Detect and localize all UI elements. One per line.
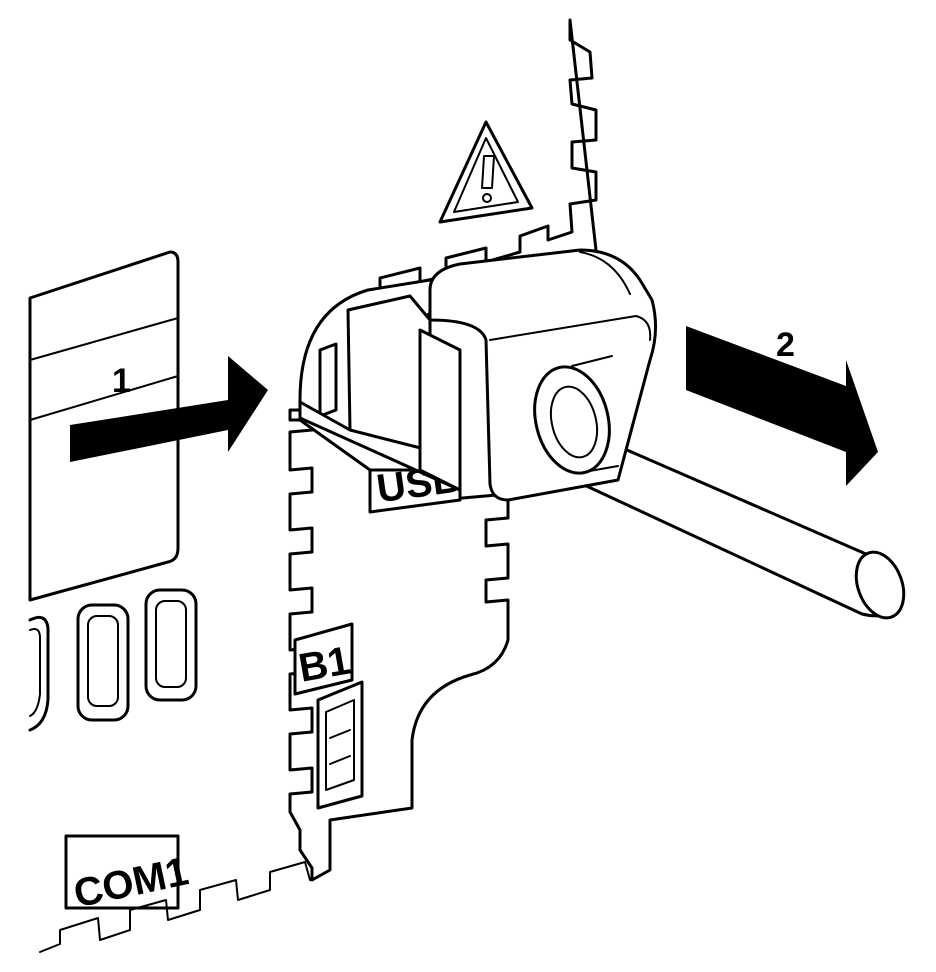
arrow-push-in: 1 bbox=[70, 356, 268, 462]
usb-connector bbox=[298, 248, 906, 620]
b1-port-socket bbox=[316, 680, 364, 810]
latch-clip bbox=[318, 342, 338, 418]
center-panel: USB B1 bbox=[288, 408, 510, 882]
vent-slots bbox=[28, 588, 198, 732]
com1-label: COM1 bbox=[64, 834, 192, 916]
upper-panel bbox=[378, 18, 598, 300]
arrow-1-icon bbox=[70, 356, 268, 462]
arrow-2-icon bbox=[686, 326, 878, 486]
warning-triangle-icon bbox=[438, 120, 534, 224]
step-2-label: 2 bbox=[776, 326, 795, 364]
arrow-pull-out: 2 bbox=[686, 326, 878, 486]
b1-label-text: B1 bbox=[295, 639, 353, 691]
bottom-zigzag-edge bbox=[39, 861, 311, 953]
connector-head bbox=[428, 248, 657, 502]
step-1-label: 1 bbox=[112, 362, 131, 400]
